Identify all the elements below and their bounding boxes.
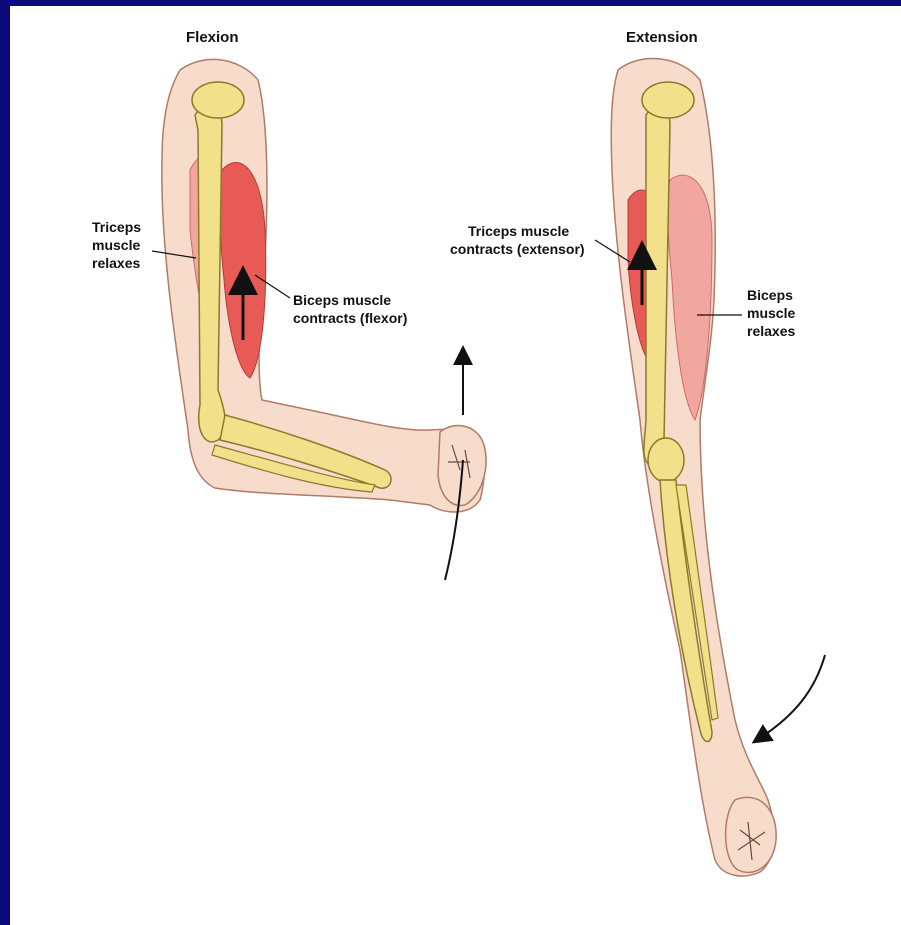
flexion-title: Flexion	[186, 29, 239, 46]
flexion-shoulder-joint	[192, 82, 244, 118]
svg-text:Biceps muscle: Biceps muscle	[293, 292, 391, 308]
extension-fist	[726, 797, 777, 872]
flexion-biceps-label: Biceps muscle contracts (flexor)	[293, 292, 407, 326]
svg-text:muscle: muscle	[747, 305, 795, 321]
svg-text:relaxes: relaxes	[747, 323, 795, 339]
flexion-triceps-label: Triceps muscle relaxes	[92, 219, 141, 271]
extension-biceps-label: Biceps muscle relaxes	[747, 287, 795, 339]
svg-text:Triceps: Triceps	[92, 219, 141, 235]
svg-text:contracts (extensor): contracts (extensor)	[450, 241, 585, 257]
extension-motion-arrow	[760, 655, 825, 738]
svg-text:contracts (flexor): contracts (flexor)	[293, 310, 407, 326]
svg-text:Triceps muscle: Triceps muscle	[468, 223, 569, 239]
extension-shoulder-joint	[642, 82, 694, 118]
extension-elbow-joint	[648, 438, 684, 482]
extension-title: Extension	[626, 29, 698, 46]
extension-arm	[595, 59, 825, 876]
svg-text:muscle: muscle	[92, 237, 140, 253]
svg-text:relaxes: relaxes	[92, 255, 140, 271]
extension-triceps-label: Triceps muscle contracts (extensor)	[450, 223, 585, 257]
svg-text:Biceps: Biceps	[747, 287, 793, 303]
